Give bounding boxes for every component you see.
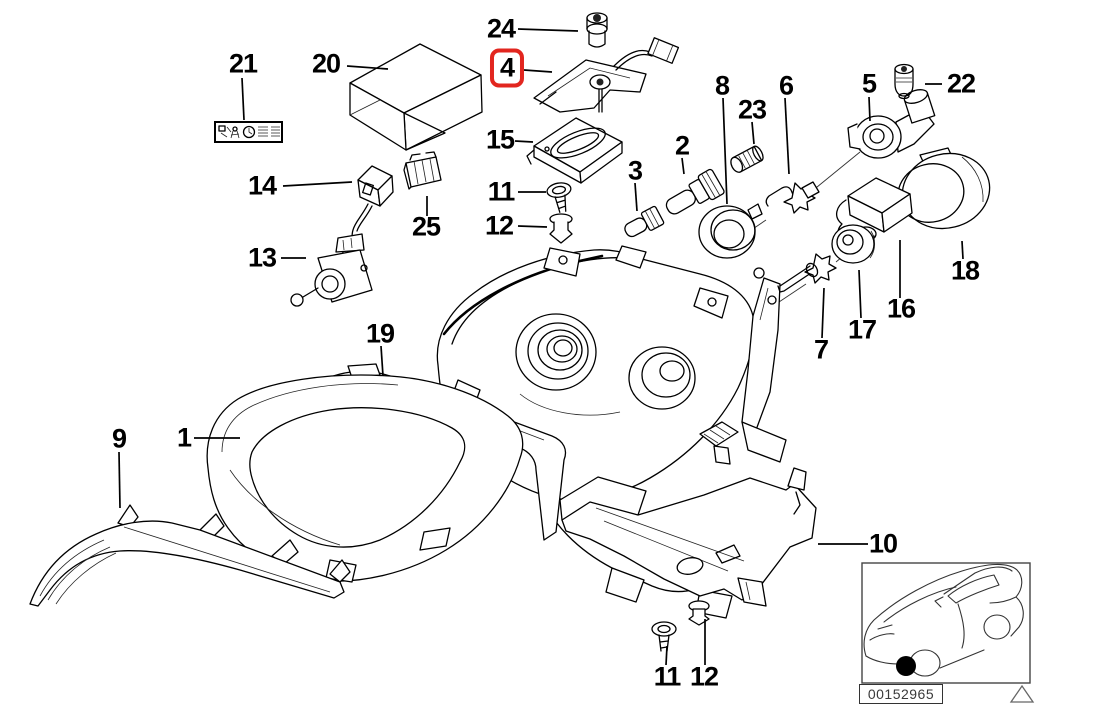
part-label-17[interactable]: 17 — [847, 314, 877, 345]
bulb-6-drawing — [765, 181, 820, 214]
car-position-thumbnail — [861, 562, 1031, 684]
part-label-10[interactable]: 10 — [868, 528, 898, 559]
part-label-11-top[interactable]: 11 — [487, 176, 516, 207]
module-16-drawing — [836, 177, 913, 251]
clip-top-drawing — [549, 213, 573, 244]
part-label-19[interactable]: 19 — [365, 318, 395, 349]
holder-5-drawing — [847, 89, 936, 159]
part-label-1[interactable]: 1 — [176, 422, 192, 453]
part-label-20[interactable]: 20 — [311, 48, 341, 79]
bulb-box-drawing — [349, 43, 483, 151]
part-label-4-highlighted[interactable]: 4 — [489, 48, 525, 88]
label-sticker-drawing — [214, 121, 283, 143]
adjuster-13-drawing — [290, 233, 373, 307]
part-label-8[interactable]: 8 — [714, 70, 730, 101]
holder-4-drawing — [533, 37, 680, 113]
part-label-25[interactable]: 25 — [411, 211, 441, 242]
image-code: 00152965 — [859, 684, 943, 704]
socket-17-drawing — [831, 224, 876, 264]
part-label-3[interactable]: 3 — [627, 155, 643, 186]
part-label-15[interactable]: 15 — [485, 124, 515, 155]
screw-bottom-drawing — [651, 621, 677, 652]
leader-lines — [118, 28, 964, 666]
part-label-9[interactable]: 9 — [111, 423, 127, 454]
control-unit-drawing — [526, 117, 623, 184]
trim-strip-drawing — [29, 504, 351, 607]
part-label-2[interactable]: 2 — [674, 130, 690, 161]
part-label-16[interactable]: 16 — [886, 293, 916, 324]
projector-ring-8-drawing — [698, 203, 763, 259]
part-label-21[interactable]: 21 — [228, 48, 258, 79]
cap-22-drawing — [894, 63, 914, 100]
support-bracket-drawing — [559, 467, 817, 607]
warning-triangle-icon — [1009, 684, 1035, 703]
part-label-12-top[interactable]: 12 — [484, 210, 514, 241]
part-label-24[interactable]: 24 — [486, 13, 516, 44]
cylinder-23-drawing — [730, 145, 764, 173]
part-label-5[interactable]: 5 — [861, 68, 877, 99]
cover-18-drawing — [897, 147, 991, 230]
part-label-22[interactable]: 22 — [946, 68, 976, 99]
highlight-location-dot — [896, 656, 916, 676]
lens-drawing — [206, 363, 524, 583]
part-label-6[interactable]: 6 — [778, 70, 794, 101]
bulb-2-drawing — [665, 168, 725, 215]
screw-top-drawing — [546, 182, 572, 213]
part-label-13[interactable]: 13 — [247, 242, 277, 273]
part-label-14[interactable]: 14 — [247, 170, 277, 201]
bulb-3-drawing — [624, 205, 665, 238]
cap-24-drawing — [586, 12, 608, 48]
part-label-23[interactable]: 23 — [737, 94, 767, 125]
connector-25-drawing — [403, 151, 442, 190]
part-label-11-bottom[interactable]: 11 — [653, 661, 682, 692]
part-label-18[interactable]: 18 — [950, 255, 980, 286]
bulb-7-drawing — [777, 253, 837, 293]
clip-bottom-drawing — [688, 600, 710, 626]
part-label-7[interactable]: 7 — [813, 334, 829, 365]
part-label-12-bottom[interactable]: 12 — [689, 661, 719, 692]
